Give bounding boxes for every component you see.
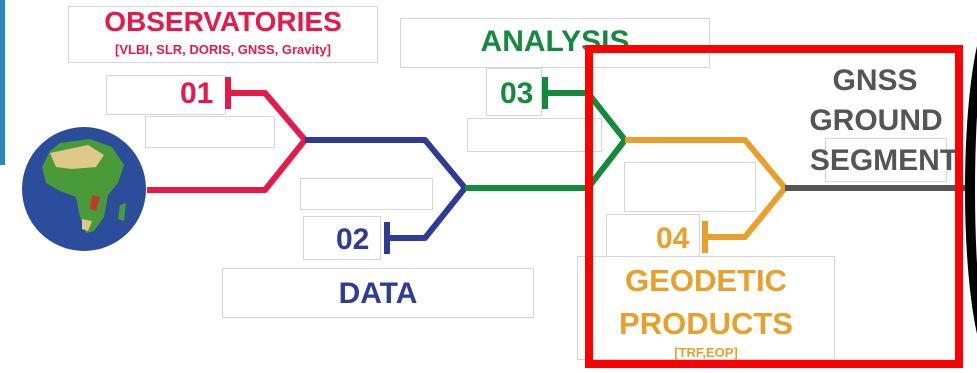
- observatories-blank-box: [145, 116, 275, 148]
- globe-icon: [22, 127, 146, 251]
- observatories-title: OBSERVATORIES: [104, 6, 342, 37]
- products-number-box: [606, 214, 700, 258]
- observatories-subtitle: [VLBI, SLR, DORIS, GNSS, Gravity]: [115, 42, 331, 57]
- observatories-number: 01: [180, 77, 214, 110]
- data-title-box: [222, 268, 534, 318]
- highlight-frame: [585, 45, 963, 368]
- left-accent-bar: [0, 0, 5, 165]
- products-title-line2: PRODUCTS: [619, 306, 793, 341]
- data-title: DATA: [338, 277, 418, 310]
- products-blank-box: [624, 162, 756, 212]
- data-blank-box: [300, 178, 433, 210]
- data-number: 02: [336, 223, 370, 256]
- data-number-box: [303, 216, 381, 260]
- products-subtitle: [TRF,EOP]: [674, 345, 738, 360]
- segment-title-line1: GNSS: [832, 64, 918, 97]
- analysis-blank-box: [467, 118, 602, 152]
- observatories-title-box: [68, 6, 378, 63]
- products-number: 04: [656, 222, 690, 255]
- products-title-box: [577, 256, 835, 360]
- segment-blank-box: [825, 138, 947, 182]
- segment-title-line3: SEGMENT: [809, 144, 959, 177]
- segment-title-line2: GROUND: [809, 104, 943, 137]
- analysis-number: 03: [500, 77, 534, 110]
- analysis-title-box: [400, 18, 710, 68]
- products-title-line1: GEODETIC: [625, 263, 787, 298]
- analysis-number-box: [486, 68, 542, 116]
- observatories-number-box: [106, 75, 226, 115]
